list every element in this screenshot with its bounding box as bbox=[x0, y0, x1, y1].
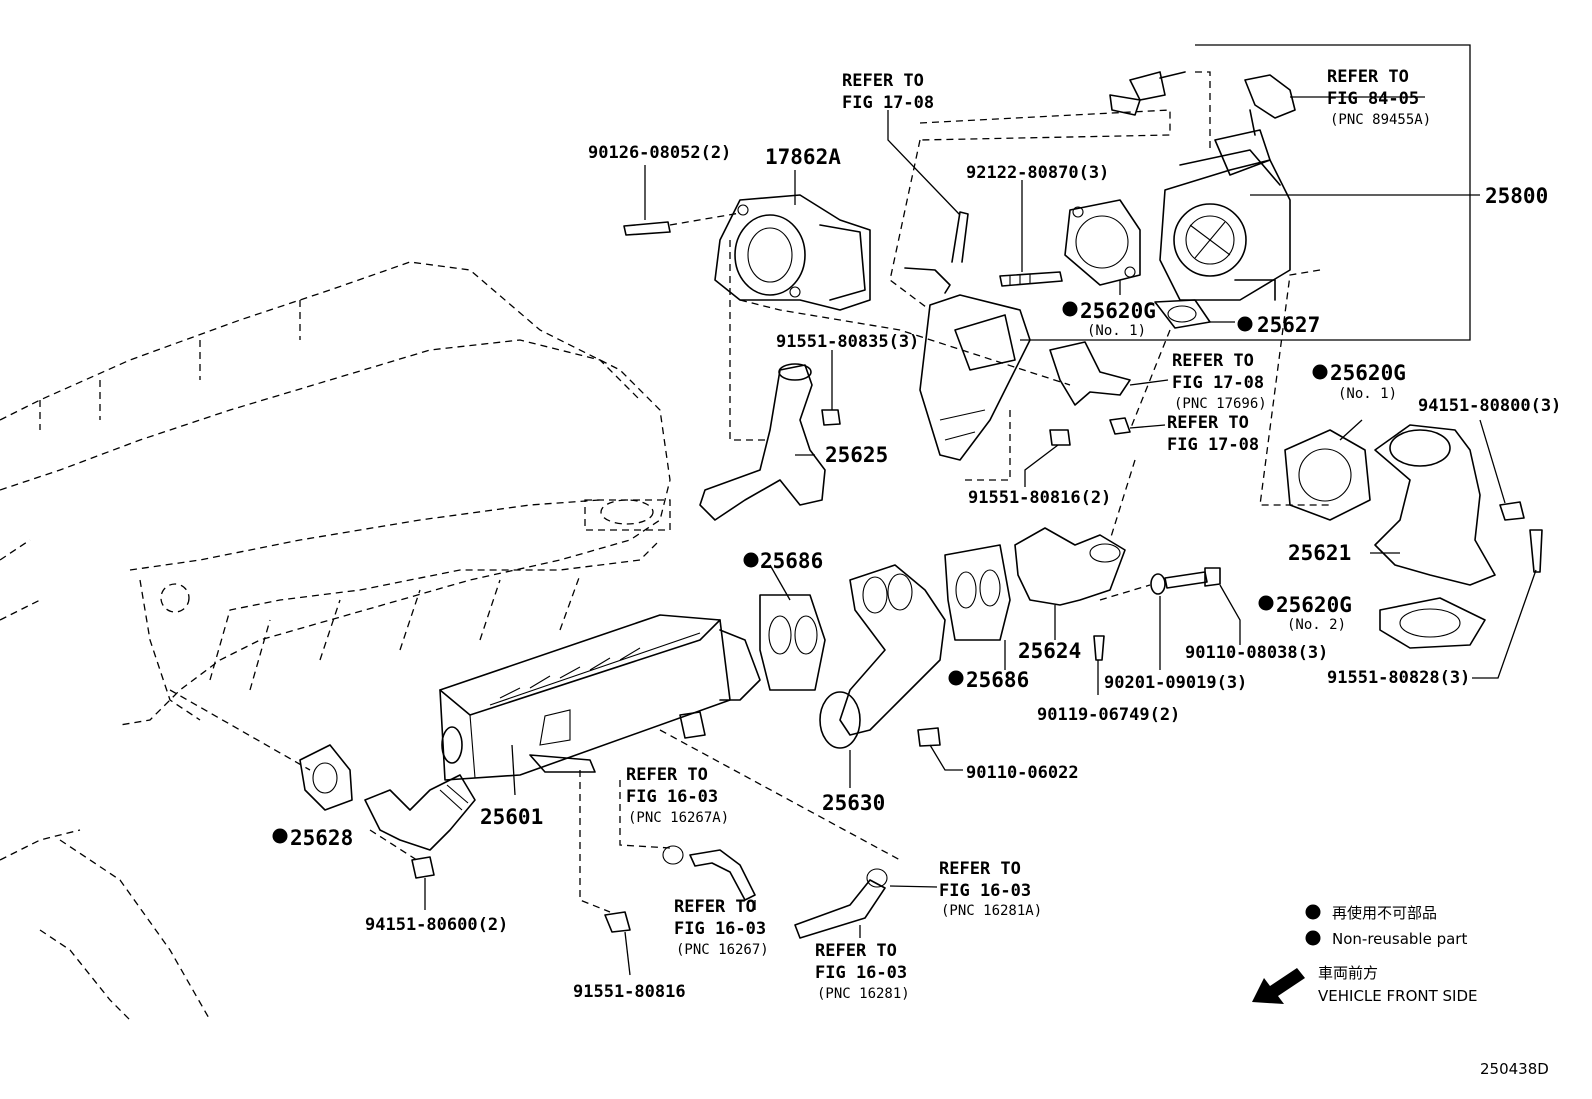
bolt-91551-80835 bbox=[821, 409, 841, 426]
nonreusable-marks bbox=[272, 301, 1328, 946]
gasket-25686-left bbox=[759, 594, 826, 691]
callout-pnc-89455A: (PNC 89455A) bbox=[1330, 112, 1431, 128]
callout-fig-17-08-c: FIG 17-08 bbox=[1172, 373, 1264, 393]
callout-refer-to-b: REFER TO bbox=[1327, 67, 1409, 87]
callout-fig-84-05: FIG 84-05 bbox=[1327, 89, 1419, 109]
callout-fig-16-03-g: FIG 16-03 bbox=[674, 919, 766, 939]
legend-nonreusable-en: Non-reusable part bbox=[1332, 930, 1467, 948]
egr-pipe-lower bbox=[364, 774, 476, 851]
assembly-lines bbox=[169, 71, 1330, 913]
callout-25800: 25800 bbox=[1485, 184, 1548, 208]
bracket-17696 bbox=[1049, 341, 1131, 406]
legend-front-jp: 車両前方 bbox=[1318, 964, 1378, 982]
callout-90110-08038: 90110-08038(3) bbox=[1185, 643, 1328, 663]
callout-no2: (No. 2) bbox=[1287, 617, 1346, 633]
gasket-25627 bbox=[1154, 299, 1211, 329]
callout-94151-80800: 94151-80800(3) bbox=[1418, 396, 1561, 416]
washer-90201 bbox=[1150, 573, 1166, 595]
bracket-25625 bbox=[699, 363, 826, 521]
callout-pnc-17696: (PNC 17696) bbox=[1174, 396, 1267, 412]
callout-refer-to-h: REFER TO bbox=[815, 941, 897, 961]
callout-fig-16-03-h: FIG 16-03 bbox=[815, 963, 907, 983]
callout-94151-80600: 94151-80600(2) bbox=[365, 915, 508, 935]
legend: 再使用不可部品 Non-reusable part 車両前方 VEHICLE F… bbox=[1318, 904, 1478, 1005]
callout-91551-80816-a: 91551-80816(2) bbox=[968, 488, 1111, 508]
bolt-small-a bbox=[1109, 417, 1131, 435]
callout-25630: 25630 bbox=[822, 791, 885, 815]
callout-25686-b: 25686 bbox=[966, 668, 1029, 692]
position-sensor-part bbox=[1244, 74, 1296, 136]
water-hose-16267 bbox=[662, 845, 756, 901]
egr-cooler-25601 bbox=[439, 614, 761, 781]
callout-90201-09019: 90201-09019(3) bbox=[1104, 673, 1247, 693]
bolt-91551-80828 bbox=[1529, 529, 1543, 573]
callout-pnc-16281: (PNC 16281) bbox=[817, 986, 910, 1002]
water-hose-16281 bbox=[794, 868, 888, 939]
callout-pnc-16267: (PNC 16267) bbox=[676, 942, 769, 958]
callout-25621: 25621 bbox=[1288, 541, 1351, 565]
callout-25628: 25628 bbox=[290, 826, 353, 850]
callout-91551-80835: 91551-80835(3) bbox=[776, 332, 919, 352]
callout-pnc-16281A: (PNC 16281A) bbox=[941, 903, 1042, 919]
gasket-25620G-no2 bbox=[1379, 597, 1486, 649]
stud-90126 bbox=[623, 221, 671, 236]
callout-refer-to-a: REFER TO bbox=[842, 71, 924, 91]
leader-lines bbox=[424, 44, 1537, 976]
callout-25620G-a: 25620G bbox=[1080, 299, 1156, 323]
throttle-bracket bbox=[919, 294, 1031, 461]
callout-25620G-c: 25620G bbox=[1276, 593, 1352, 617]
callout-fig-17-08-a: FIG 17-08 bbox=[842, 93, 934, 113]
legend-nonreusable-jp: 再使用不可部品 bbox=[1332, 904, 1437, 922]
vacuum-sensor-part bbox=[1109, 71, 1186, 116]
callout-25627: 25627 bbox=[1257, 313, 1320, 337]
engine-phantom-outline bbox=[0, 261, 671, 1021]
callout-refer-to-g: REFER TO bbox=[674, 897, 756, 917]
callout-refer-to-d: REFER TO bbox=[1167, 413, 1249, 433]
gasket-25628 bbox=[299, 744, 353, 811]
nut-94151-80600 bbox=[411, 856, 435, 879]
callout-fig-16-03-e: FIG 16-03 bbox=[626, 787, 718, 807]
callout-no1-a: (No. 1) bbox=[1087, 323, 1146, 339]
callout-25625: 25625 bbox=[825, 443, 888, 467]
vehicle-front-arrow-icon bbox=[1252, 968, 1305, 1004]
callout-90119-06749: 90119-06749(2) bbox=[1037, 705, 1180, 725]
callout-pnc-16267A: (PNC 16267A) bbox=[628, 810, 729, 826]
callout-91551-80816-b: 91551-80816 bbox=[573, 982, 686, 1002]
vacuum-hose-upper bbox=[904, 211, 969, 294]
callout-fig-16-03-f: FIG 16-03 bbox=[939, 881, 1031, 901]
callout-92122-80870: 92122-80870(3) bbox=[966, 163, 1109, 183]
callout-17862A: 17862A bbox=[765, 145, 841, 169]
stud-bolt-92122 bbox=[999, 271, 1063, 287]
callout-91551-80828: 91551-80828(3) bbox=[1327, 668, 1470, 688]
callout-25601: 25601 bbox=[480, 805, 543, 829]
egr-valve-25800 bbox=[1159, 129, 1291, 301]
callout-fig-17-08-d: FIG 17-08 bbox=[1167, 435, 1259, 455]
nut-94151-80800 bbox=[1499, 501, 1525, 521]
callout-90126-08052: 90126-08052(2) bbox=[588, 143, 731, 163]
legend-front-en: VEHICLE FRONT SIDE bbox=[1318, 987, 1478, 1005]
callout-refer-to-f: REFER TO bbox=[939, 859, 1021, 879]
throttle-body-17862A bbox=[714, 194, 871, 311]
gasket-25620G-upper bbox=[1064, 199, 1141, 286]
diagram-code: 250438D bbox=[1480, 1060, 1549, 1078]
egr-pipe-25624 bbox=[1014, 527, 1126, 606]
egr-cooler-bypass-valve-25630 bbox=[819, 564, 946, 749]
bolt-90110-08038 bbox=[1164, 567, 1221, 589]
callout-labels: 90126-08052(2) 17862A REFER TO FIG 17-08… bbox=[290, 67, 1561, 1002]
callout-90110-06022: 90110-06022 bbox=[966, 763, 1079, 783]
callout-refer-to-c: REFER TO bbox=[1172, 351, 1254, 371]
callout-25624: 25624 bbox=[1018, 639, 1081, 663]
bolt-90119 bbox=[1093, 635, 1105, 661]
callout-refer-to-e: REFER TO bbox=[626, 765, 708, 785]
bolt-91551-80816-lower bbox=[604, 911, 631, 933]
callout-25686-a: 25686 bbox=[760, 549, 823, 573]
callout-no1-b: (No. 1) bbox=[1338, 386, 1397, 402]
gasket-25686-right bbox=[944, 544, 1011, 641]
bolt-small-b bbox=[1049, 429, 1071, 446]
bolt-90110-06022 bbox=[917, 727, 941, 747]
gasket-25620G-mid bbox=[1284, 429, 1371, 521]
egr-pipe-25621 bbox=[1374, 424, 1496, 586]
callout-25620G-b: 25620G bbox=[1330, 361, 1406, 385]
